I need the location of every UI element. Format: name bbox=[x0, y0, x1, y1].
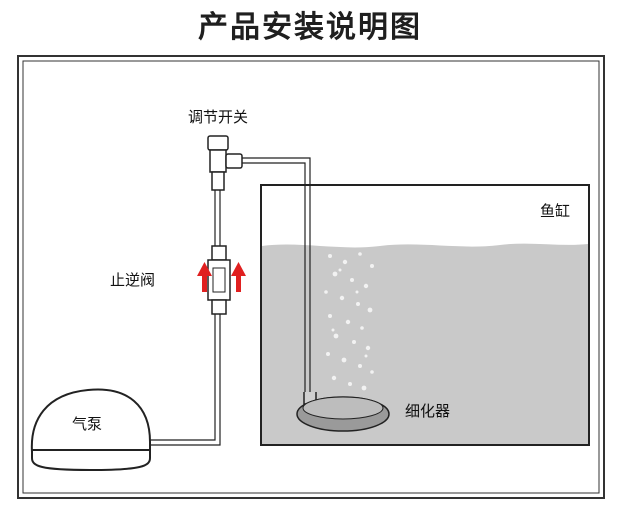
tank-outline bbox=[260, 184, 590, 446]
air-pump bbox=[30, 388, 151, 472]
label-check-valve: 止逆阀 bbox=[110, 271, 155, 289]
tank-water bbox=[262, 243, 588, 444]
outer-frame bbox=[17, 55, 605, 499]
label-air-pump: 气泵 bbox=[72, 415, 102, 433]
flow-arrow-right bbox=[231, 262, 246, 292]
check-valve bbox=[207, 245, 231, 315]
diffuser-stone bbox=[296, 392, 390, 432]
fish-tank bbox=[260, 184, 590, 446]
flow-arrow-left bbox=[197, 262, 212, 292]
page-title: 产品安装说明图 bbox=[198, 10, 422, 45]
label-diffuser: 细化器 bbox=[405, 402, 450, 420]
adjustment-switch bbox=[207, 135, 243, 191]
label-adjustment-switch: 调节开关 bbox=[188, 108, 248, 126]
inner-frame bbox=[22, 60, 600, 494]
air-bubbles bbox=[324, 252, 374, 391]
label-fish-tank: 鱼缸 bbox=[540, 202, 570, 220]
